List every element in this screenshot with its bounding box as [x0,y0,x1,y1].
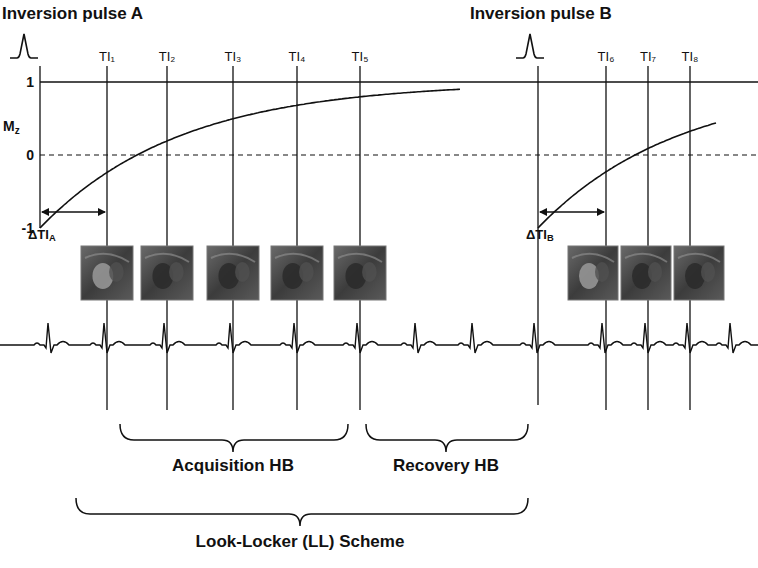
pulse-title: Inversion pulse A [2,4,143,24]
timing-line [605,66,606,410]
timing-line [39,66,40,228]
heart-shape [235,262,250,282]
heart-shape [169,262,184,282]
bracket-label: Look-Locker (LL) Scheme [196,532,405,552]
heart-shape [362,262,377,282]
mri-thumbnail [568,246,618,300]
bracket-label: Recovery HB [393,456,499,476]
inversion-time-label: TI₆ [598,50,615,65]
bracket [366,424,528,452]
tissue-line [678,254,720,262]
bracket-label: Acquisition HB [172,456,294,476]
heart-shape [701,262,715,282]
bracket [120,424,348,452]
mri-thumbnail [81,246,133,300]
inversion-pulse-icon [516,34,544,58]
heart-shape [299,262,314,282]
inversion-time-label: TI₄ [289,50,306,65]
inversion-time-label: TI₈ [682,50,699,65]
mri-thumbnail [271,246,323,300]
timing-line [359,66,360,410]
delta-ti-label: ΔTIA [28,228,56,244]
delta-ti-label: ΔTIB [526,228,554,244]
inversion-time-label: TI₃ [225,50,242,65]
axis-tick-label: 0 [26,147,34,163]
inversion-time-label: TI₂ [159,50,176,65]
tissue-line [338,254,382,262]
delta-ti-arrow [42,211,105,212]
mri-thumbnail [207,246,259,300]
tissue-line [572,254,614,262]
axis-title: Mz [3,118,20,136]
tissue-line [211,254,255,262]
timing-line [232,66,233,410]
mri-thumbnail [334,246,386,300]
axis-tick-label: 1 [26,74,34,90]
mz-zero-line [40,154,758,155]
mri-thumbnail [141,246,193,300]
mri-thumbnail [621,246,671,300]
timing-line [106,66,107,410]
mri-thumbnail [674,246,724,300]
mri-thumbnails [81,246,724,300]
timing-line [166,66,167,410]
delta-ti-arrow [540,211,604,212]
heart-shape [109,262,124,282]
ecg-trace [0,323,758,353]
inversion-time-label: TI₅ [352,50,369,65]
mz-one-line [40,81,758,82]
heart-shape [648,262,662,282]
timing-line [647,66,648,410]
inversion-pulse-icon [10,34,38,58]
tissue-line [275,254,319,262]
timing-line [296,66,297,410]
heart-shape [595,262,609,282]
pulse-title: Inversion pulse B [470,4,612,24]
tissue-line [625,254,667,262]
timing-lines [40,66,690,410]
tissue-line [85,254,129,262]
inversion-time-label: TI₁ [99,50,115,65]
tissue-line [145,254,189,262]
timing-line [689,66,690,410]
recovery-curve [40,89,460,228]
inversion-time-label: TI₇ [640,50,656,65]
recovery-curve [538,123,716,228]
bracket [76,498,528,526]
